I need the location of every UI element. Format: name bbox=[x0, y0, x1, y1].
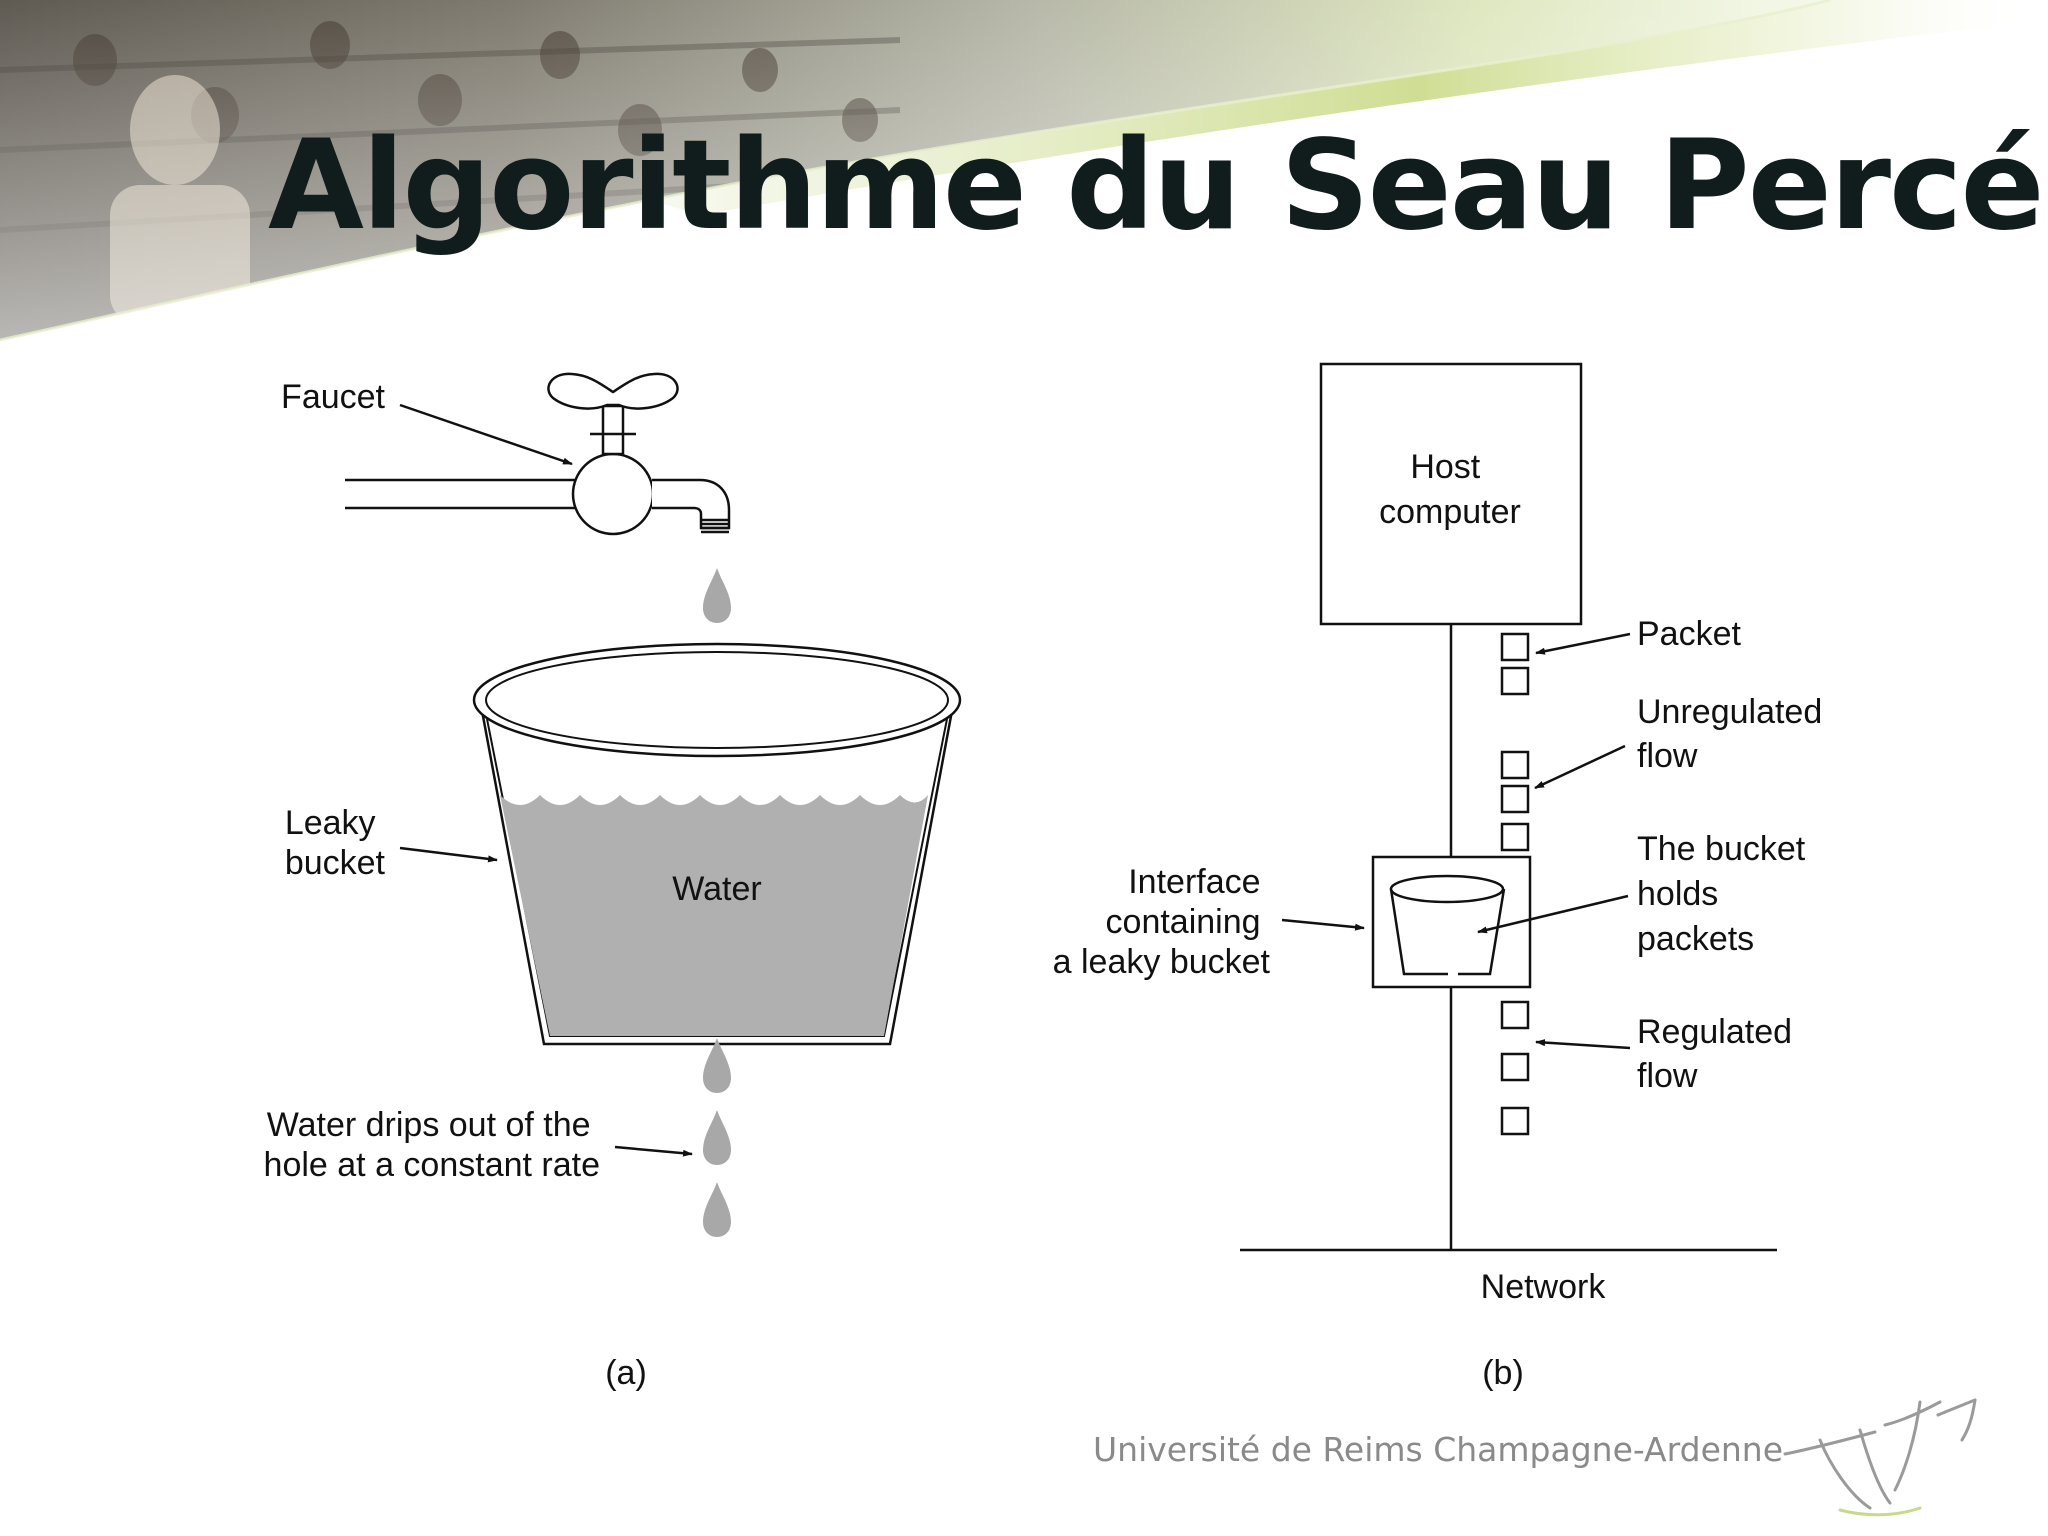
small-bucket-icon bbox=[1389, 874, 1506, 976]
caption-b: (b) bbox=[1482, 1354, 1524, 1392]
packet-label: Packet bbox=[1637, 615, 1741, 653]
host-computer-label: Host computer bbox=[1379, 448, 1521, 531]
university-name: Université de Reims Champagne-Ardenne bbox=[1093, 1430, 1783, 1469]
slide-title: Algorithme du Seau Percé bbox=[268, 114, 2045, 258]
packet-icon bbox=[1500, 1052, 1530, 1082]
university-logo bbox=[1783, 1398, 1977, 1517]
water-drop-icon bbox=[703, 1038, 731, 1093]
leaky-bucket-label: Leaky bucket bbox=[285, 804, 386, 882]
packet-icon bbox=[1500, 1106, 1530, 1136]
water-drop-icon bbox=[703, 1182, 731, 1237]
faucet-label: Faucet bbox=[281, 378, 385, 416]
packet-icon bbox=[1500, 822, 1530, 852]
interface-label: Interface containing a leaky bucket bbox=[1053, 863, 1271, 981]
unregulated-arrow bbox=[1534, 744, 1626, 790]
faucet-arrow bbox=[399, 403, 573, 466]
bucket-icon bbox=[472, 642, 962, 1046]
bucket-holds-arrow bbox=[1477, 894, 1629, 934]
water-drop-icon bbox=[703, 568, 731, 623]
panel-a: Faucet Water Leaky bucket bbox=[264, 372, 962, 1392]
water-label: Water bbox=[672, 870, 761, 908]
panel-b: Host computer bbox=[1053, 362, 1832, 1392]
unregulated-flow-label: Unregulated flow bbox=[1637, 693, 1832, 775]
header-banner bbox=[0, 0, 2048, 342]
bucket-holds-packets-label: The bucket holds packets bbox=[1637, 830, 1815, 958]
packet-arrow bbox=[1535, 632, 1631, 655]
faucet-icon bbox=[345, 372, 731, 536]
packet-icon bbox=[1500, 666, 1530, 696]
caption-a: (a) bbox=[605, 1354, 647, 1392]
packet-icon bbox=[1500, 1000, 1530, 1030]
drips-arrow bbox=[614, 1145, 693, 1157]
packet-icon bbox=[1500, 632, 1530, 662]
drips-label: Water drips out of the hole at a constan… bbox=[264, 1106, 600, 1184]
regulated-arrow bbox=[1535, 1039, 1631, 1050]
water-drop-icon bbox=[703, 1110, 731, 1165]
interface-arrow bbox=[1281, 918, 1365, 931]
bucket-arrow bbox=[399, 846, 498, 863]
packet-icon bbox=[1500, 750, 1530, 780]
network-label: Network bbox=[1481, 1268, 1607, 1306]
packet-icon bbox=[1500, 784, 1530, 814]
regulated-flow-label: Regulated flow bbox=[1637, 1013, 1801, 1095]
